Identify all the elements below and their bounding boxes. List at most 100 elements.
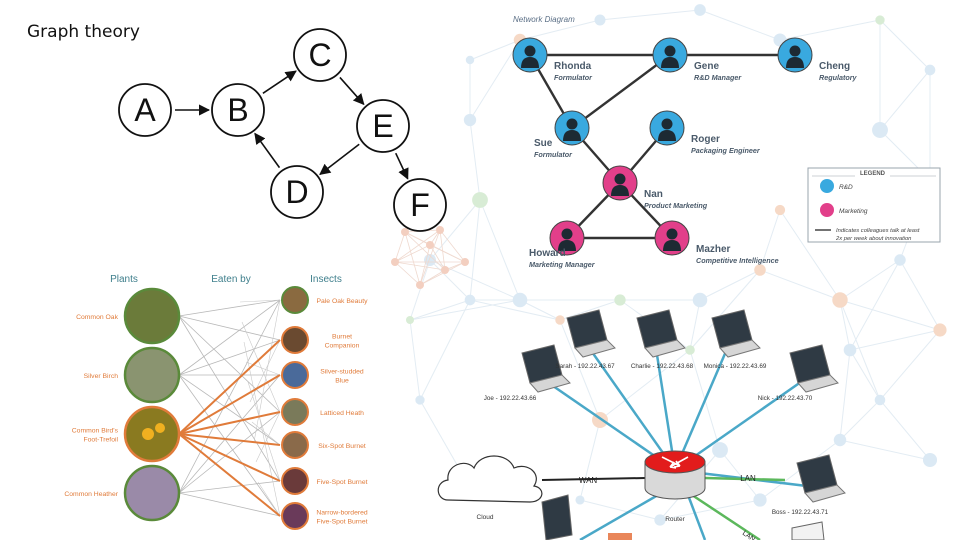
eaten-by-header: Eaten by <box>211 274 250 285</box>
food-edge <box>178 315 281 341</box>
food-edge <box>241 321 281 413</box>
bg-edge <box>419 261 466 286</box>
food-edge <box>243 341 281 517</box>
legend-box: LEGEND R&D Marketing Indicates colleague… <box>807 167 941 243</box>
food-edge <box>178 492 281 517</box>
person-icon <box>664 45 676 57</box>
node-D <box>270 165 324 219</box>
router-label: Router <box>665 516 685 523</box>
bg-node <box>875 15 885 25</box>
bg-edge <box>394 261 421 286</box>
bg-edge <box>879 329 941 401</box>
laptop-label: Joe - 192.22.43.66 <box>484 395 537 402</box>
bg-edge <box>439 229 466 263</box>
laptop-label: Charlie - 192.22.43.68 <box>631 363 694 370</box>
insect-image <box>281 398 309 426</box>
edge-E-F <box>394 152 409 180</box>
bg-node <box>463 113 477 127</box>
lan-link <box>686 494 707 540</box>
food-edge <box>178 315 281 482</box>
bg-edge <box>839 439 931 461</box>
bg-node <box>874 394 886 406</box>
plant-label: Common Oak <box>76 314 119 321</box>
food-edge-highlight <box>178 433 281 517</box>
node-label-C: C <box>308 37 331 73</box>
food-edge <box>178 374 281 494</box>
bg-edge <box>429 199 481 261</box>
person-name: Gene <box>694 61 719 72</box>
laptop-label: Monica - 192.22.43.69 <box>704 363 767 370</box>
bg-edge <box>759 209 781 271</box>
laptop-label: Boss - 192.22.43.71 <box>772 509 829 516</box>
bg-edge <box>409 299 471 321</box>
person-name: Rhonda <box>554 61 592 72</box>
food-edge-highlight <box>178 411 281 435</box>
bg-node <box>754 264 766 276</box>
plant-image <box>123 287 181 345</box>
food-edge <box>178 299 281 317</box>
node-E <box>356 99 410 153</box>
laptop-label: Nick - 192.22.43.70 <box>758 395 813 402</box>
laptop: Boss - 192.22.43.71 <box>772 454 846 516</box>
node-F <box>393 178 447 232</box>
bg-edge <box>839 299 881 401</box>
bg-edge <box>839 299 851 351</box>
food-edge <box>178 299 281 376</box>
person-role: Marketing Manager <box>529 260 596 269</box>
bg-edge <box>599 349 691 421</box>
bg-node <box>832 292 848 308</box>
person-role: Packaging Engineer <box>691 146 761 155</box>
laptop-label: Sarah - 192.22.43.67 <box>555 363 615 370</box>
partial-device <box>608 533 632 540</box>
laptop: Charlie - 192.22.43.68 <box>631 309 694 370</box>
bg-node <box>933 323 947 337</box>
bg-node <box>692 292 708 308</box>
food-edge <box>178 480 281 494</box>
insect-image <box>281 502 309 530</box>
bg-edge <box>419 299 471 401</box>
person-name: Roger <box>691 134 720 145</box>
bg-edge <box>409 319 421 401</box>
bg-node <box>436 226 444 234</box>
bg-edge <box>409 259 431 321</box>
insect-label: Five-Spot Burnet <box>317 519 368 526</box>
food-edge <box>178 299 281 494</box>
person-icon <box>661 118 673 130</box>
bg-edge <box>579 419 601 501</box>
flower <box>155 423 165 433</box>
insect-image <box>281 467 309 495</box>
edge-C-E <box>339 76 365 106</box>
bg-edge <box>394 231 406 263</box>
food-edge <box>178 339 281 376</box>
bg-edge <box>659 499 761 521</box>
bg-node <box>694 4 706 16</box>
food-insects: Pale Oak BeautyBurnetCompanionSilver-stu… <box>281 286 368 530</box>
insect-label: Five-Spot Burnet <box>317 479 368 486</box>
person-name: Sue <box>534 138 553 149</box>
bg-node <box>512 292 528 308</box>
laptop-base-icon <box>574 339 616 358</box>
food-edge <box>255 411 281 463</box>
person-name: Nan <box>644 189 663 200</box>
insect-label: Companion <box>325 343 360 350</box>
insect-label: Burnet <box>332 334 352 341</box>
person-icon <box>614 173 626 185</box>
bg-edge <box>689 269 761 351</box>
laptop-base-icon <box>719 339 761 358</box>
insect-label: Pale Oak Beauty <box>316 298 368 305</box>
laptop-base-icon <box>797 374 839 393</box>
node-label-B: B <box>227 92 248 128</box>
bg-edge <box>419 244 431 286</box>
bg-node <box>614 294 626 306</box>
bg-edge <box>479 199 521 301</box>
laptop: Nick - 192.22.43.70 <box>758 344 839 402</box>
node-A <box>118 83 172 137</box>
bg-edge <box>394 229 441 263</box>
bg-edge <box>429 244 466 263</box>
wan-link <box>541 477 646 481</box>
insect-image <box>281 361 309 389</box>
legend-line-label-2: 2x per week about innovation <box>835 236 911 242</box>
